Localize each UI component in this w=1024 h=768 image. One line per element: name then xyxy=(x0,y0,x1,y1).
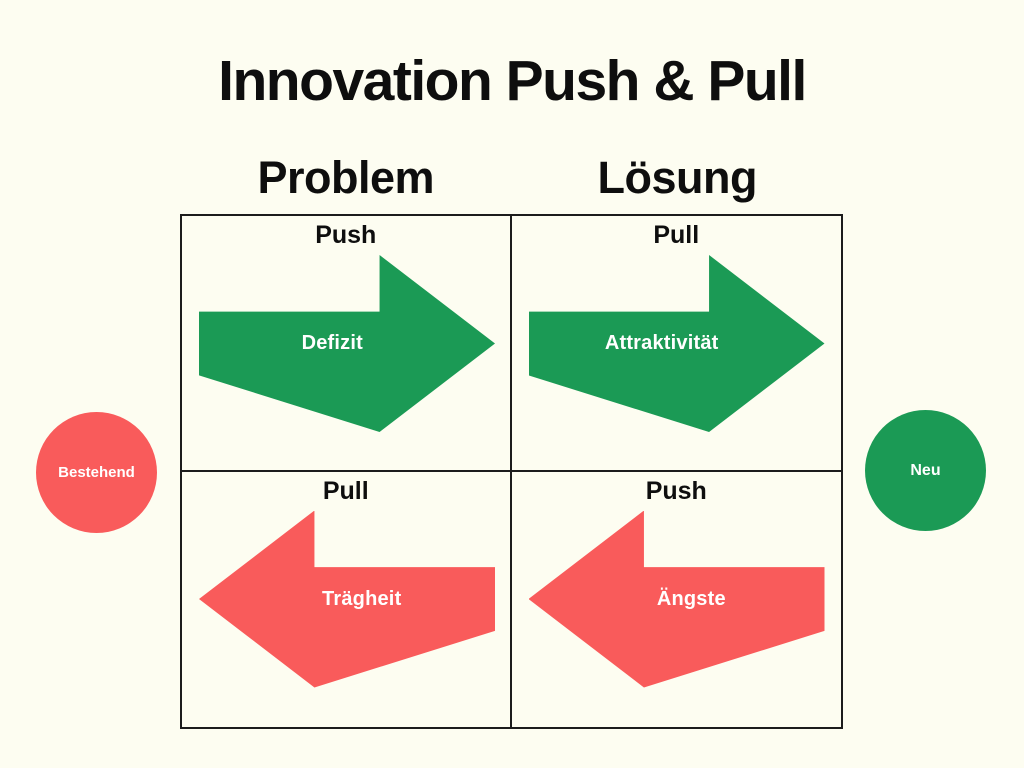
left-arrow-traegheit: Trägheit xyxy=(199,510,495,688)
left-arrow-aengste: Ängste xyxy=(528,510,825,688)
quadrant-problem-pull: Pull Trägheit xyxy=(182,471,512,727)
column-header-loesung: Lösung xyxy=(597,152,758,203)
arrow-label: Attraktivität xyxy=(604,332,719,354)
quadrant-loesung-pull: Pull Attraktivität xyxy=(511,216,841,472)
quadrant-label: Pull xyxy=(653,221,700,249)
badge-label: Neu xyxy=(910,461,941,479)
quadrant-grid: Push Defizit Pull Attraktivität Pull Trä… xyxy=(180,214,843,729)
page-title: Innovation Push & Pull xyxy=(218,49,807,113)
arrow-label: Defizit xyxy=(301,332,363,354)
quadrant-label: Push xyxy=(315,221,377,249)
badge-neu: Neu xyxy=(865,410,986,531)
quadrant-label: Pull xyxy=(322,476,369,505)
arrow-label: Trägheit xyxy=(322,587,402,610)
right-arrow-attraktivitaet: Attraktivität xyxy=(528,255,825,432)
quadrant-loesung-push: Push Ängste xyxy=(512,472,842,728)
column-header-problem: Problem xyxy=(257,152,435,203)
column-headers: Problem Lösung xyxy=(180,152,843,210)
quadrant-label: Push xyxy=(645,476,707,505)
right-arrow-defizit: Defizit xyxy=(199,255,495,432)
arrow-label: Ängste xyxy=(656,587,726,610)
badge-bestehend: Bestehend xyxy=(36,412,157,533)
badge-label: Bestehend xyxy=(58,464,135,481)
quadrant-problem-push: Push Defizit xyxy=(182,216,512,472)
